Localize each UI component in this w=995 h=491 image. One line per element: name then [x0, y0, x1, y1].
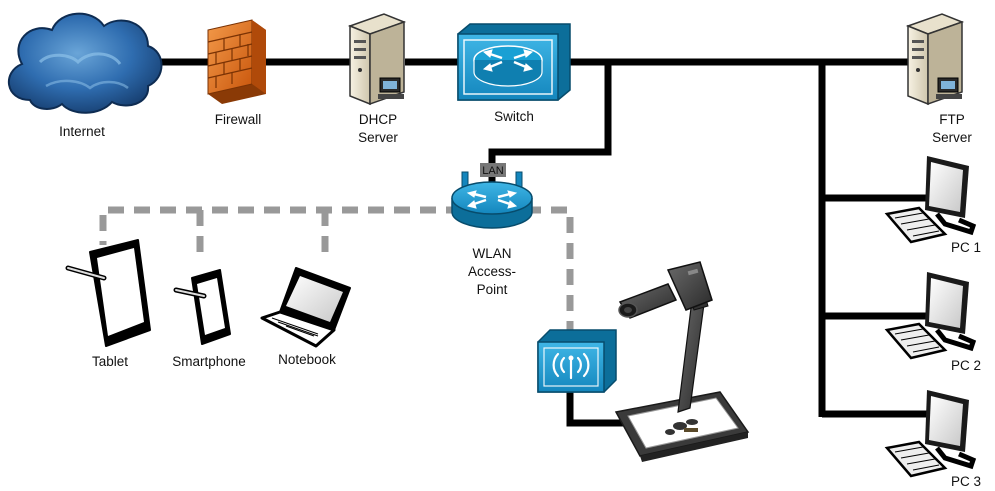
pc2-icon: [884, 272, 977, 360]
tablet-icon: [65, 239, 151, 347]
switch-icon: [457, 23, 571, 101]
wired-links: [150, 58, 930, 427]
wlan-label-line1: WLAN: [472, 246, 511, 261]
firewall-label: Firewall: [215, 112, 262, 127]
pc1-label: PC 1: [951, 240, 981, 255]
notebook-label: Notebook: [278, 352, 336, 367]
lan-tag-label: LAN: [482, 165, 503, 177]
wlan-label-line2: Access-: [468, 264, 516, 279]
dhcp-server-icon: [347, 13, 407, 106]
dhcp-label-line2: Server: [358, 130, 398, 145]
switch-label: Switch: [494, 109, 534, 124]
notebook-icon: [260, 267, 351, 348]
tablet-label: Tablet: [92, 354, 128, 369]
pc3-label: PC 3: [951, 474, 981, 489]
ftp-label-line2: Server: [932, 130, 972, 145]
firewall-icon: [207, 19, 266, 104]
dhcp-label-line1: DHCP: [359, 112, 397, 127]
ftp-label-line1: FTP: [939, 112, 965, 127]
internet-label: Internet: [59, 124, 105, 139]
link-receiver-camera: [566, 385, 640, 427]
wifi-link-receiver: [525, 206, 574, 335]
wifi-link-tablet: [99, 206, 462, 245]
pc3-icon: [884, 390, 977, 478]
wireless-links: [99, 206, 574, 335]
lan-tag-bg: [480, 163, 506, 177]
smartphone-label: Smartphone: [172, 354, 246, 369]
ftp-server-icon: [905, 13, 965, 106]
smartphone-icon: [173, 269, 231, 345]
document-camera-icon: [614, 261, 750, 462]
cloud-icon: [7, 12, 163, 114]
wlan-access-point-icon: [451, 171, 533, 229]
wireless-receiver-icon: [537, 329, 617, 393]
pc1-icon: [884, 156, 977, 244]
wlan-label-line3: Point: [477, 282, 508, 297]
pc2-label: PC 2: [951, 358, 981, 373]
